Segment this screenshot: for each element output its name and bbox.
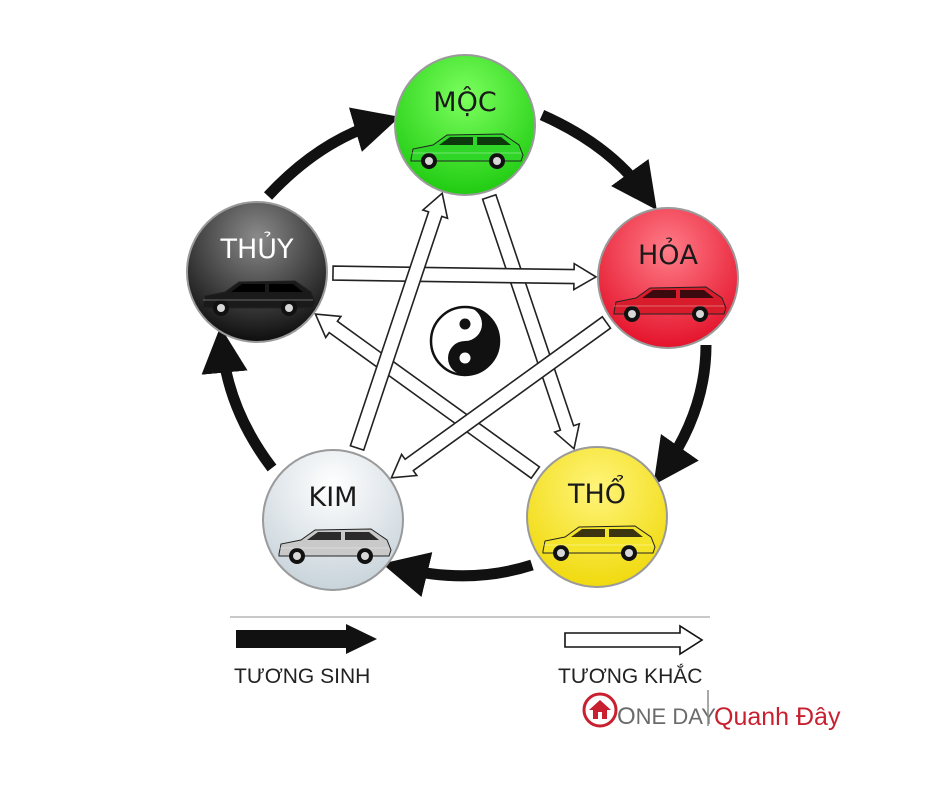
arc-moc-to-hoa bbox=[539, 109, 657, 210]
element-label-kim: KIM bbox=[309, 482, 358, 513]
legend-generating-arrow bbox=[236, 624, 377, 654]
element-node-thuy: THỦY bbox=[186, 201, 328, 343]
overcoming-arrow-tho-to-thuy bbox=[314, 313, 541, 480]
car-icon bbox=[202, 280, 316, 316]
overcoming-star bbox=[314, 191, 612, 480]
arc-tho-to-kim bbox=[382, 552, 534, 597]
element-circle-hoa bbox=[597, 207, 739, 349]
element-label-moc: MỘC bbox=[433, 86, 496, 118]
car-icon bbox=[278, 528, 392, 564]
element-circle-kim bbox=[262, 449, 404, 591]
logo-one-day: ONE DAY bbox=[617, 703, 716, 730]
element-label-hoa: HỎA bbox=[638, 237, 699, 271]
yin-yang-icon bbox=[429, 305, 501, 377]
car-icon bbox=[410, 133, 524, 169]
legend-overcoming-label: TƯƠNG KHẮC bbox=[558, 664, 702, 688]
element-node-hoa: HỎA bbox=[597, 207, 739, 349]
element-circle-moc bbox=[394, 54, 536, 196]
element-circle-tho bbox=[526, 446, 668, 588]
house-icon bbox=[582, 692, 618, 728]
generating-cycle bbox=[201, 107, 712, 597]
logo-quanh-day: Quanh Đây bbox=[714, 703, 841, 731]
arc-thuy-to-moc bbox=[263, 107, 400, 200]
overcoming-arrow-kim-to-moc bbox=[349, 191, 449, 452]
element-node-tho: THỔ bbox=[526, 446, 668, 588]
brand-logo: ONE DAY Quanh Đây bbox=[582, 690, 841, 731]
legend-overcoming-arrow bbox=[564, 624, 704, 656]
element-node-kim: KIM bbox=[262, 449, 404, 591]
arc-kim-to-thuy bbox=[201, 326, 277, 472]
overcoming-arrow-thuy-to-hoa bbox=[332, 262, 598, 291]
legend-generating-label: TƯƠNG SINH bbox=[234, 665, 370, 688]
element-node-moc: MỘC bbox=[394, 54, 536, 196]
car-icon bbox=[613, 286, 727, 322]
element-label-tho: THỔ bbox=[567, 475, 626, 510]
car-icon bbox=[542, 525, 656, 561]
overcoming-arrow-moc-to-tho bbox=[481, 193, 581, 451]
arc-hoa-to-tho bbox=[653, 344, 712, 486]
element-circle-thuy bbox=[186, 201, 328, 343]
overcoming-arrow-hoa-to-kim bbox=[390, 315, 612, 479]
element-label-thuy: THỦY bbox=[219, 231, 294, 265]
